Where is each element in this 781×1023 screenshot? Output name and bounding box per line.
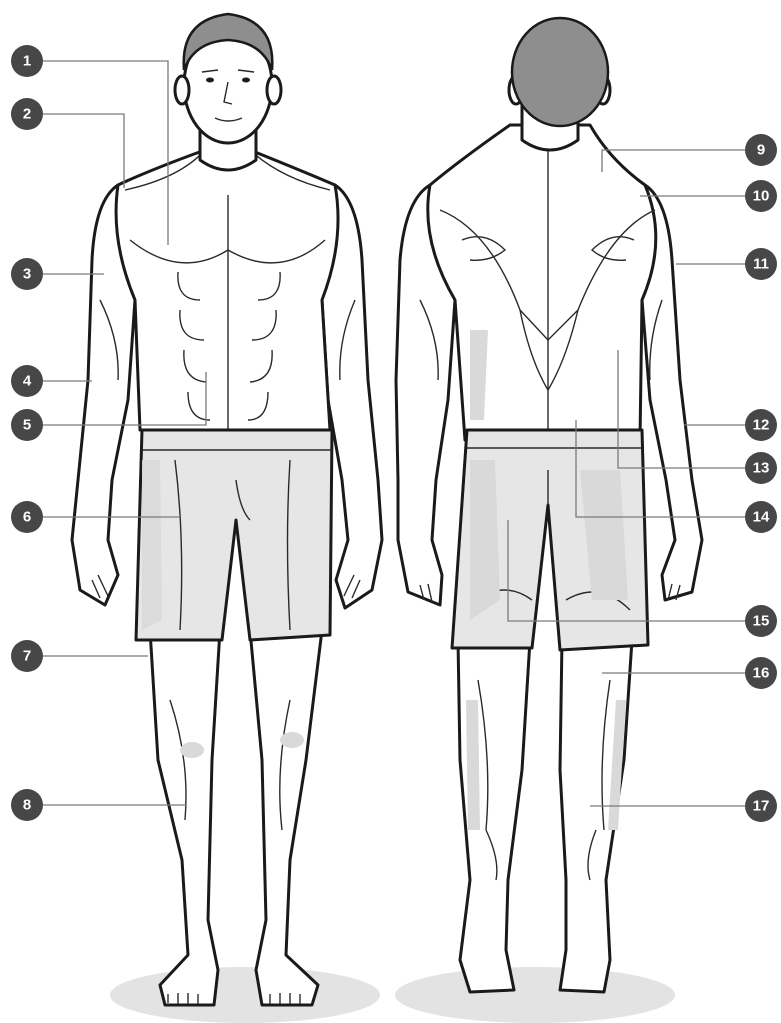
front-shorts — [136, 430, 332, 640]
marker-12: 12 — [745, 409, 777, 441]
svg-text:3: 3 — [23, 266, 31, 283]
marker-5: 5 — [11, 409, 43, 441]
marker-3: 3 — [11, 258, 43, 290]
marker-15: 15 — [745, 605, 777, 637]
svg-text:16: 16 — [753, 665, 770, 682]
marker-6: 6 — [11, 501, 43, 533]
marker-2: 2 — [11, 98, 43, 130]
svg-text:11: 11 — [753, 256, 769, 273]
marker-7: 7 — [11, 640, 43, 672]
back-figure-icon — [396, 18, 702, 992]
marker-16: 16 — [745, 657, 777, 689]
front-figure-icon — [72, 14, 382, 1005]
back-ground-shadow — [395, 967, 675, 1023]
svg-text:17: 17 — [753, 798, 770, 815]
svg-text:14: 14 — [753, 509, 770, 526]
marker-10: 10 — [745, 180, 777, 212]
svg-text:15: 15 — [753, 613, 770, 630]
marker-11: 11 — [745, 248, 777, 280]
svg-text:9: 9 — [757, 142, 765, 159]
svg-text:13: 13 — [753, 460, 770, 477]
svg-text:10: 10 — [753, 188, 770, 205]
marker-4: 4 — [11, 365, 43, 397]
svg-text:1: 1 — [23, 53, 31, 70]
marker-17: 17 — [745, 790, 777, 822]
svg-text:4: 4 — [23, 373, 32, 390]
svg-text:8: 8 — [23, 797, 31, 814]
svg-text:12: 12 — [753, 417, 770, 434]
marker-14: 14 — [745, 501, 777, 533]
front-ground-shadow — [110, 967, 380, 1023]
marker-1: 1 — [11, 45, 43, 77]
marker-8: 8 — [11, 789, 43, 821]
svg-text:5: 5 — [23, 417, 31, 434]
marker-9: 9 — [745, 134, 777, 166]
svg-text:6: 6 — [23, 509, 31, 526]
svg-text:7: 7 — [23, 648, 31, 665]
svg-text:2: 2 — [23, 106, 31, 123]
marker-13: 13 — [745, 452, 777, 484]
